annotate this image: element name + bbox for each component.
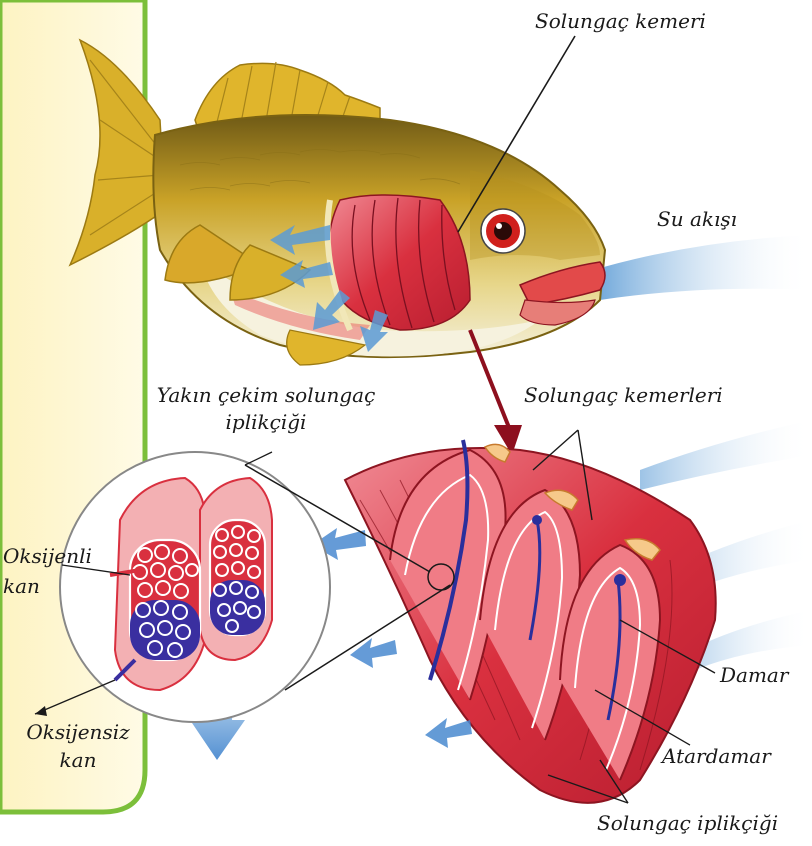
- label-oxygenated-line1: Oksijenli: [3, 544, 92, 568]
- label-deoxygenated-line1: Oksijensiz: [18, 720, 138, 744]
- label-oxygenated-line2: kan: [3, 574, 40, 598]
- enlarged-gill-arches: [345, 440, 716, 803]
- fish: [70, 40, 605, 365]
- label-gill-filament: Solungaç iplikçiği: [597, 811, 778, 835]
- label-closeup-line1: Yakın çekim solungaç: [146, 383, 386, 407]
- label-deoxygenated-line2: kan: [18, 748, 138, 772]
- label-gill-arch: Solungaç kemeri: [535, 9, 706, 33]
- label-closeup-line2: iplikçiği: [146, 410, 386, 434]
- label-gill-arches: Solungaç kemerleri: [524, 383, 723, 407]
- closeup-circle: [60, 452, 330, 722]
- incoming-water-stream: [600, 235, 812, 300]
- label-vein: Damar: [720, 663, 788, 687]
- label-artery: Atardamar: [662, 744, 771, 768]
- label-water-flow: Su akışı: [657, 207, 737, 231]
